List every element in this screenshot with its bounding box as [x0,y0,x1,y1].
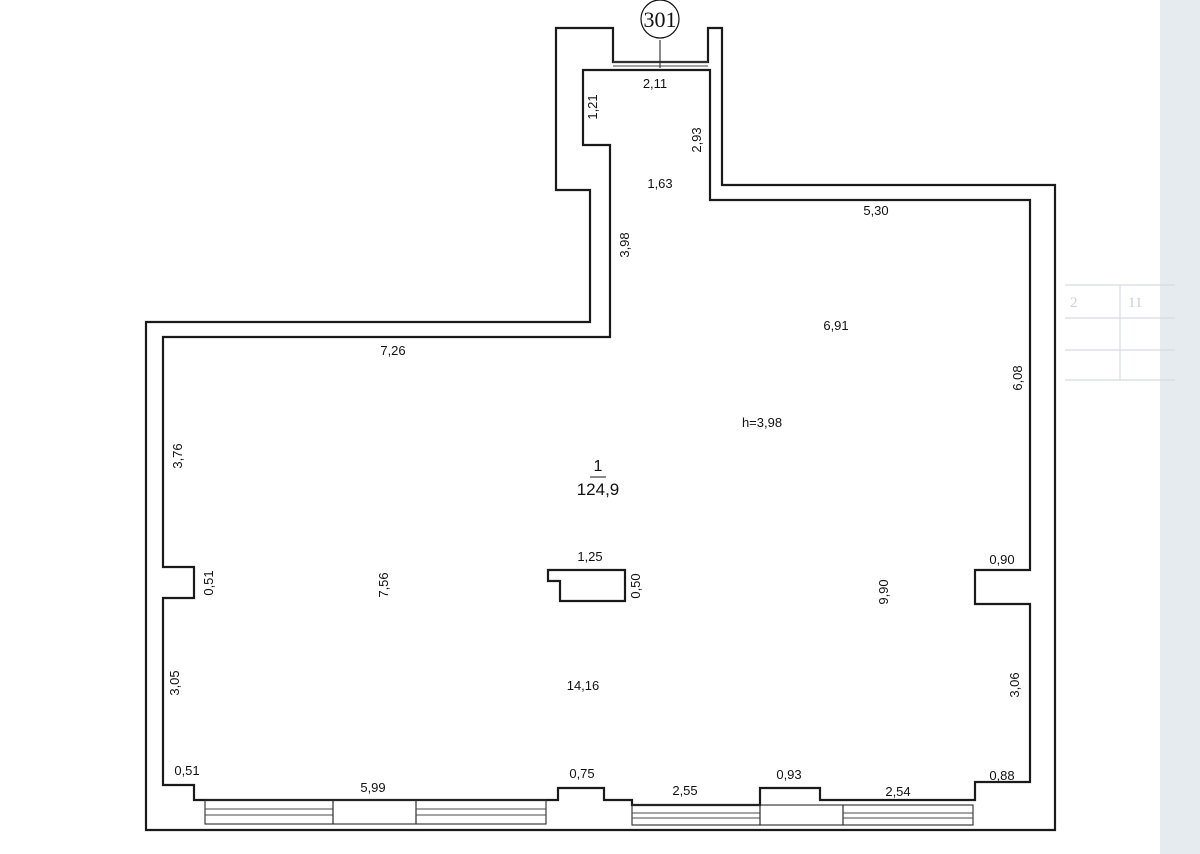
window-1 [204,799,334,825]
dim-left-wall-lower: 3,05 [167,670,182,695]
dim-right-wall-lower: 3,06 [1007,672,1022,697]
dim-right-wall-upper: 6,08 [1010,365,1025,390]
dim-bottom-right-corner: 0,88 [989,768,1014,783]
page-bleed-through: 2 11 [1065,0,1200,854]
dim-left-width: 7,56 [376,572,391,597]
window-2 [332,799,417,825]
dim-right-width: 9,90 [876,579,891,604]
window-5 [759,804,844,826]
dim-right-upper-width: 6,91 [823,318,848,333]
room-stamp: 301 [640,0,680,68]
outer-wall-outline [144,26,1057,832]
dim-column-width: 1,25 [577,549,602,564]
dim-bottom-segment-1: 5,99 [360,780,385,795]
ceiling-height: h=3,98 [742,415,782,430]
dim-total-length: 14,16 [567,678,600,693]
column [546,568,627,603]
dim-corridor-length: 3,98 [617,232,632,257]
dim-bottom-left-corner: 0,51 [174,763,199,778]
dim-pier-2: 0,93 [776,767,801,782]
dim-niche-right-vertical: 2,93 [689,127,704,152]
ghost-cell-right: 11 [1128,295,1142,311]
dim-column-depth: 0,50 [628,573,643,598]
dim-left-wall-upper: 3,76 [170,443,185,468]
dim-left-notch: 0,51 [201,570,216,595]
dim-corridor-width: 1,63 [647,176,672,191]
window-6 [842,804,974,826]
inner-wall-outline [161,68,1032,807]
dim-pier-1: 0,75 [569,766,594,781]
room-number: 1 [594,458,603,475]
window-4 [631,804,761,826]
dim-upper-right-wall: 5,30 [863,203,888,218]
room-stamp-label: 301 [644,7,677,32]
window-3 [415,799,547,825]
dim-niche-left-vertical: 1,21 [585,94,600,119]
dim-right-notch: 0,90 [989,552,1014,567]
dim-bottom-segment-2: 2,55 [672,783,697,798]
dim-top-opening: 2,11 [643,76,667,91]
dim-upper-left-wall: 7,26 [380,343,405,358]
ghost-cell-left: 2 [1070,295,1078,311]
dim-bottom-segment-3: 2,54 [885,784,910,799]
room-area: 124,9 [577,480,620,499]
